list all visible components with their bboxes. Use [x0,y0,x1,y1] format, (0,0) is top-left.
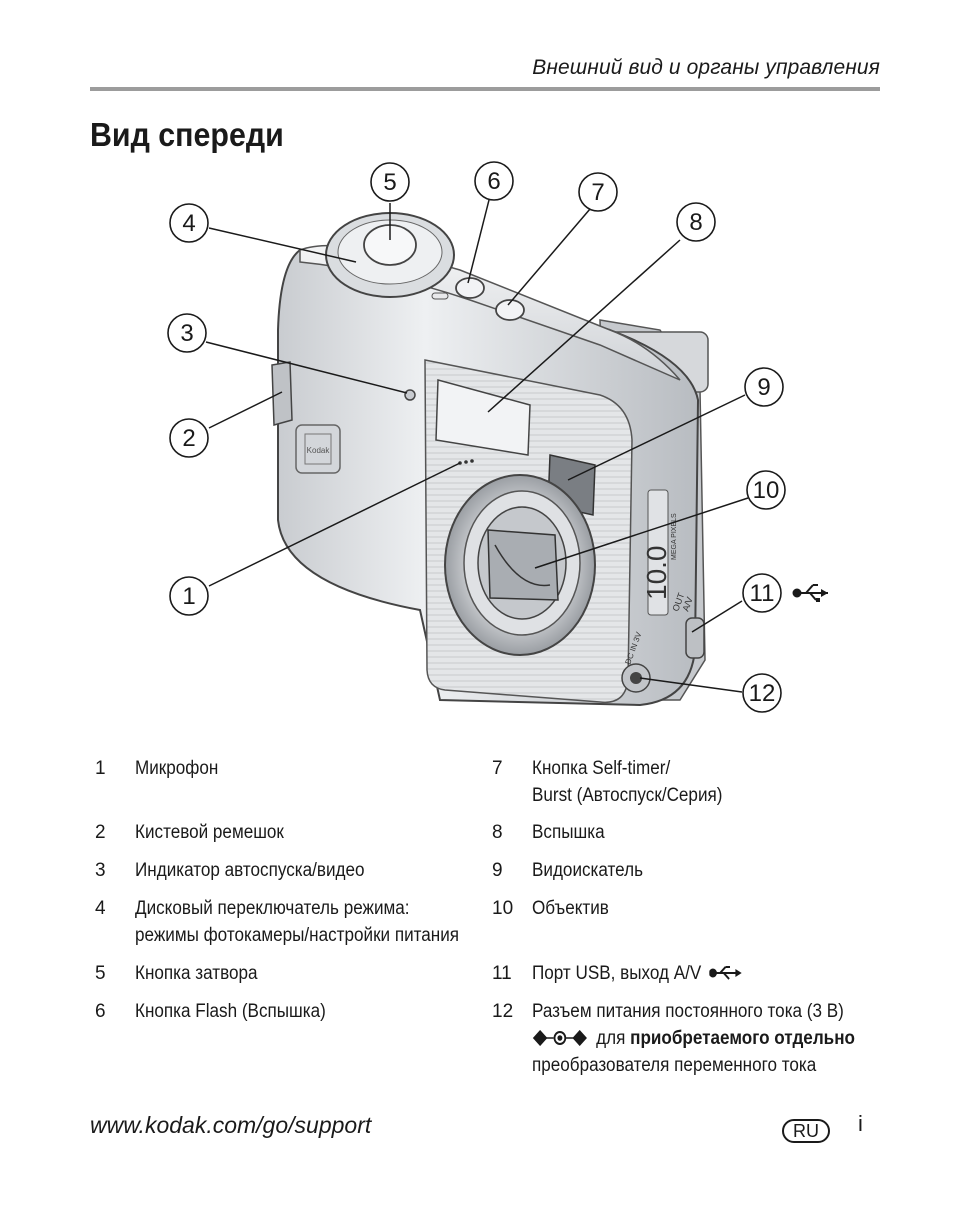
callout-11-number: 11 [750,580,775,607]
usb-icon [709,966,743,980]
camera-front-illustration: Kodak 10.0 MEGA PIXELS A/V OUT DC IN 3V [167,161,828,713]
av-label: A/V [680,596,694,613]
callout-1 [169,576,209,616]
callout-4 [169,203,209,243]
header-divider [90,87,880,91]
callout-12-number: 12 [749,680,776,707]
callout-5 [370,162,410,202]
model-label-plate [647,489,669,616]
callout-2 [169,418,209,458]
callout-leader-lines [205,199,749,693]
callout-4-number: 4 [182,210,195,237]
callout-3 [167,313,207,353]
callout-7 [578,172,618,212]
flash-window [435,379,531,456]
callout-3-number: 3 [180,320,193,347]
kodak-badge-text: Kodak [307,446,331,455]
callout-9-number: 9 [757,374,770,401]
flash-button [455,277,485,299]
callout-10-number: 10 [753,477,780,504]
section-title: Внешний вид и органы управления [532,56,880,79]
callout-7-number: 7 [591,179,604,206]
callout-8 [676,202,716,242]
callout-9 [744,367,784,407]
self-timer-indicator [404,389,416,401]
callout-6-number: 6 [487,168,500,195]
callout-11 [742,573,782,613]
wrist-strap [271,361,293,426]
callout-12 [742,673,782,713]
usb-icon [792,584,828,602]
callout-6 [474,161,514,201]
model-label: 10.0 [641,546,672,601]
callout-10 [746,470,786,510]
lens-shutter [487,529,559,601]
callout-1-number: 1 [182,583,195,610]
kodak-badge [295,424,341,474]
callout-2-number: 2 [182,425,195,452]
support-url[interactable]: www.kodak.com/go/support [90,1112,372,1138]
callout-5-number: 5 [383,169,396,196]
dc-polarity-icon [532,1029,587,1047]
page-number: i [858,1111,863,1136]
language-badge: RU [782,1119,830,1143]
self-timer-button [495,299,525,321]
usb-av-port [685,617,705,659]
page-heading: Вид спереди [90,116,284,153]
model-sublabel: MEGA PIXELS [671,513,678,560]
callout-8-number: 8 [689,209,702,236]
